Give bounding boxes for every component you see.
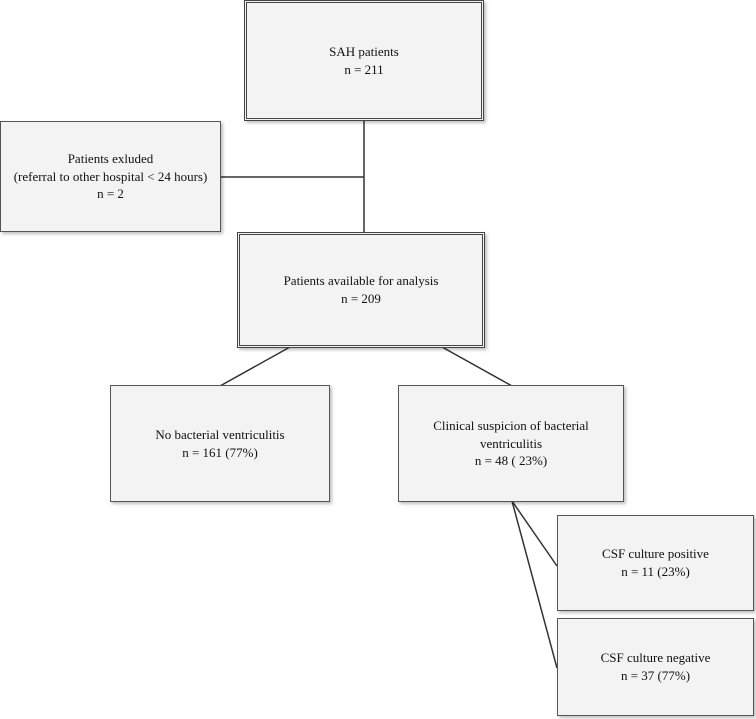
box-sah-count: n = 211 — [344, 61, 384, 77]
connector-available-to-suspicion — [441, 346, 513, 387]
box-suspicion-title-1: Clinical suspicion of bacterial — [433, 418, 589, 434]
connector-suspicion-to-negative — [511, 500, 558, 669]
box-no-ventriculitis-count: n = 161 (77%) — [182, 444, 258, 460]
box-no-ventriculitis-title: No bacterial ventriculitis — [155, 426, 285, 442]
connector-available-to-no-ventriculitis — [219, 346, 291, 387]
box-positive-title: CSF culture positive — [602, 546, 709, 562]
box-sah-patients: SAH patients n = 211 — [244, 0, 484, 121]
box-excluded-title: Patients exluded — [67, 151, 154, 167]
box-patients-excluded: Patients exluded (referral to other hosp… — [0, 121, 221, 232]
box-negative-title: CSF culture negative — [600, 650, 711, 666]
box-available-count: n = 209 — [341, 291, 381, 306]
box-excluded-reason: (referral to other hospital < 24 hours) — [13, 168, 208, 184]
box-csf-culture-negative: CSF culture negative n = 37 (77%) — [557, 618, 754, 716]
box-positive-count: n = 11 (23%) — [621, 564, 690, 579]
box-excluded-count: n = 2 — [97, 186, 124, 202]
box-suspicion-count: n = 48 ( 23%) — [474, 453, 548, 469]
box-negative-count: n = 37 (77%) — [620, 668, 691, 683]
box-suspicion-title-2: ventriculitis — [479, 435, 543, 451]
box-sah-title: SAH patients — [329, 43, 399, 59]
box-no-ventriculitis: No bacterial ventriculitis n = 161 (77%) — [110, 385, 330, 502]
box-patients-available: Patients available for analysis n = 209 — [237, 232, 485, 348]
box-clinical-suspicion: Clinical suspicion of bacterial ventricu… — [398, 385, 624, 502]
box-available-title: Patients available for analysis — [283, 273, 439, 289]
connector-suspicion-to-positive — [511, 500, 558, 567]
box-csf-culture-positive: CSF culture positive n = 11 (23%) — [557, 515, 754, 611]
